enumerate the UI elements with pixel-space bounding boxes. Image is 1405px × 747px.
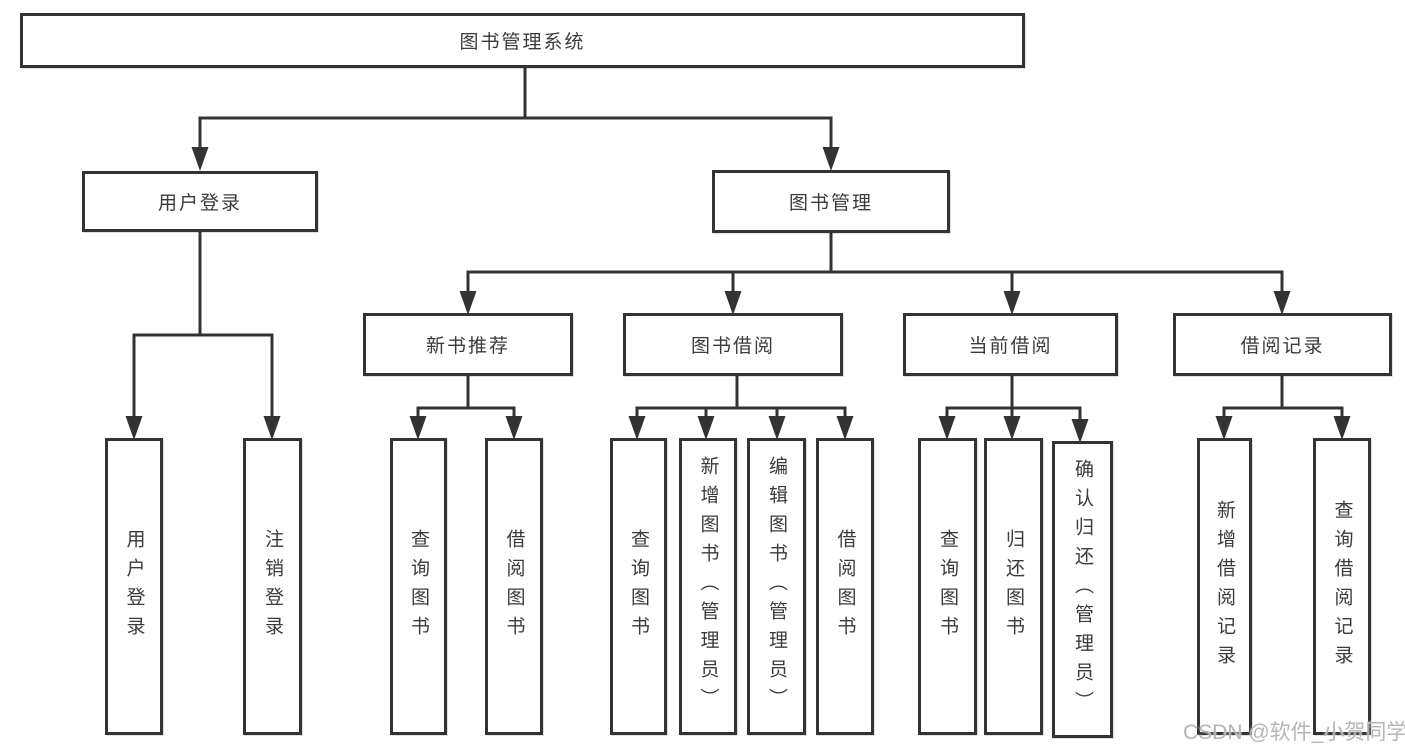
leaf-borrow-books-recommend: 借阅图书: [485, 438, 543, 735]
leaf-confirm-return-admin-label: 确认归还（管理员）: [1072, 459, 1093, 720]
leaf-query-borrow-record-label: 查询借阅记录: [1331, 499, 1353, 674]
leaf-query-books-current: 查询图书: [918, 438, 977, 735]
node-library-system: 图书管理系统: [20, 13, 1025, 68]
node-borrow-records-label: 借阅记录: [1240, 336, 1325, 357]
node-library-system-label: 图书管理系统: [459, 32, 586, 53]
node-book-management-label: 图书管理: [788, 193, 873, 214]
node-book-borrow: 图书借阅: [623, 313, 843, 376]
node-new-book-recommend-label: 新书推荐: [425, 336, 510, 357]
leaf-user-login: 用户登录: [105, 438, 163, 735]
leaf-borrow-books-recommend-label: 借阅图书: [503, 528, 525, 645]
node-book-management: 图书管理: [712, 170, 950, 233]
node-user-login-label: 用户登录: [157, 193, 242, 214]
leaf-query-books-borrow-label: 查询图书: [628, 528, 649, 645]
node-current-borrow: 当前借阅: [903, 313, 1118, 376]
node-new-book-recommend: 新书推荐: [363, 313, 573, 376]
leaf-query-borrow-record: 查询借阅记录: [1313, 438, 1371, 735]
node-user-login: 用户登录: [82, 171, 318, 232]
leaf-logout-label: 注销登录: [262, 528, 283, 645]
csdn-watermark: CSDN @软件_小贺同学: [1183, 721, 1405, 744]
leaf-query-books-recommend-label: 查询图书: [408, 528, 429, 645]
leaf-add-borrow-record-label: 新增借阅记录: [1214, 499, 1235, 674]
leaf-return-books: 归还图书: [984, 438, 1043, 735]
node-borrow-records: 借阅记录: [1173, 313, 1392, 376]
leaf-add-borrow-record: 新增借阅记录: [1197, 438, 1252, 735]
node-current-borrow-label: 当前借阅: [968, 336, 1053, 357]
leaf-query-books-current-label: 查询图书: [937, 528, 958, 645]
leaf-edit-book-admin-label: 编辑图书（管理员）: [766, 456, 787, 717]
leaf-logout: 注销登录: [243, 438, 302, 735]
leaf-return-books-label: 归还图书: [1003, 528, 1024, 645]
leaf-query-books-recommend: 查询图书: [390, 438, 447, 735]
leaf-edit-book-admin: 编辑图书（管理员）: [747, 438, 806, 735]
leaf-borrow-books: 借阅图书: [816, 438, 874, 735]
leaf-add-book-admin: 新增图书（管理员）: [679, 438, 737, 735]
arrowheads: [125, 147, 1351, 443]
leaf-borrow-books-label: 借阅图书: [834, 528, 856, 645]
leaf-query-books-borrow: 查询图书: [610, 438, 667, 735]
leaf-user-login-label: 用户登录: [123, 528, 145, 645]
leaf-add-book-admin-label: 新增图书（管理员）: [697, 456, 719, 717]
node-book-borrow-label: 图书借阅: [690, 336, 775, 357]
leaf-confirm-return-admin: 确认归还（管理员）: [1052, 441, 1113, 738]
